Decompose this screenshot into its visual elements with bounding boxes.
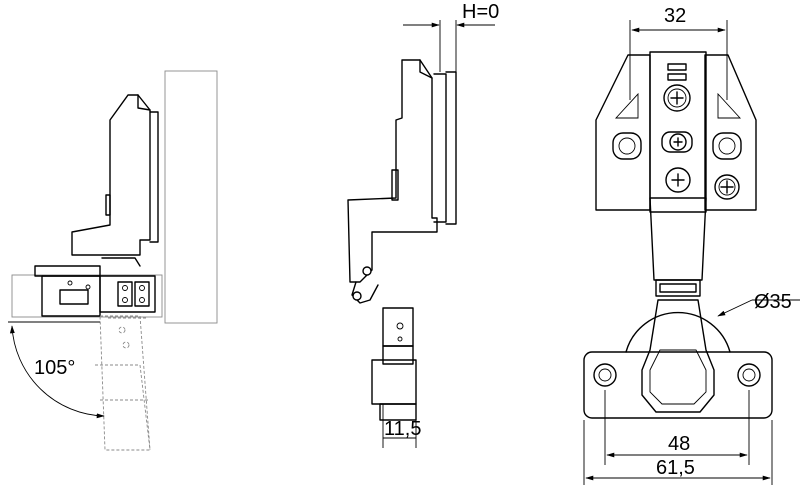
thickness-label: 11,5	[384, 418, 421, 440]
plate-width-label: 61,5	[656, 457, 695, 479]
plate-hole-spacing-label: 48	[668, 433, 690, 455]
screw-spacing-label: 32	[664, 5, 686, 27]
overlay-label: H=0	[462, 1, 499, 23]
side-view-closed: H=0 11,5	[347, 1, 499, 448]
angle-label: 105°	[34, 357, 75, 379]
side-view-open: 105°	[8, 70, 218, 451]
front-view: 32 Ø35	[583, 5, 800, 485]
cup-diameter-label: Ø35	[754, 291, 792, 313]
